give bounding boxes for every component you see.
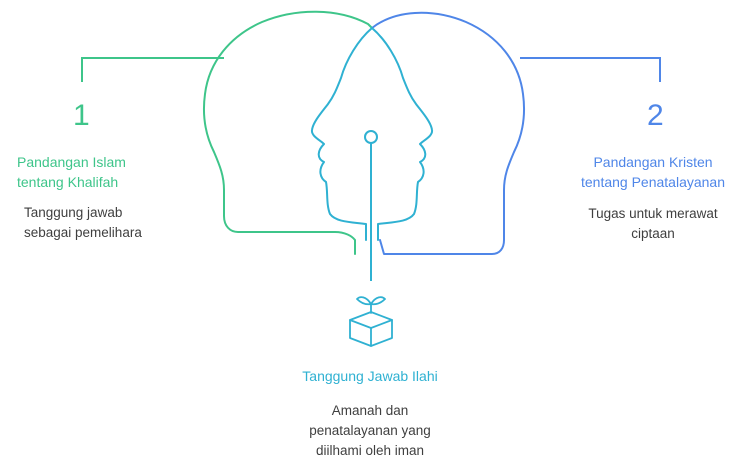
center-node	[364, 130, 378, 144]
right-heading: Pandangan Kristen tentang Penatalayanan	[580, 154, 725, 190]
center-description: Amanah dan penatalayanan yang diilhami o…	[309, 403, 431, 458]
inner-left-face	[310, 27, 373, 241]
right-number: 2	[647, 99, 664, 132]
center-heading: Tanggung Jawab Ilahi	[302, 368, 438, 384]
right-connector	[520, 57, 661, 82]
left-description: Tanggung jawab sebagai pemelihara	[24, 205, 142, 240]
right-description: Tugas untuk merawat ciptaan	[588, 206, 718, 241]
left-heading: Pandangan Islam tentang Khalifah	[17, 154, 126, 190]
plant-box-icon	[349, 296, 393, 347]
left-connector	[81, 57, 224, 82]
right-head-outline	[371, 11, 525, 255]
left-number: 1	[73, 99, 90, 132]
left-head-outline	[203, 10, 373, 255]
inner-right-face	[371, 27, 434, 241]
